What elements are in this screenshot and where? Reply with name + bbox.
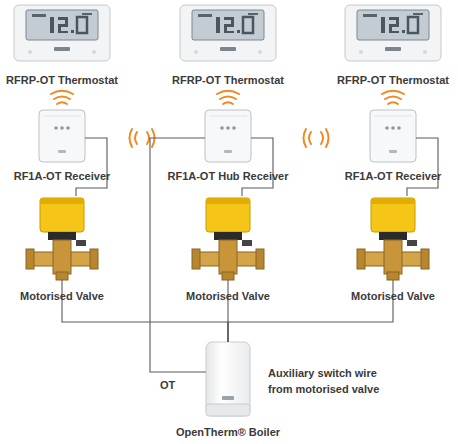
receiver-node: RF1A-OT Receiver <box>39 110 85 162</box>
node-caption: RFRP-OT Thermostat <box>6 73 118 89</box>
illustration-part <box>222 396 234 400</box>
wire-connector <box>76 138 107 196</box>
thermostat-node: RFRP-OT Thermostat <box>14 5 110 61</box>
wireless-signal <box>51 91 73 104</box>
receiver-illustration <box>39 110 85 162</box>
component-label: RF1A-OT Receiver <box>14 169 111 185</box>
component-label: Motorised Valve <box>20 289 104 305</box>
node-caption: Motorised Valve <box>20 289 104 305</box>
component-label: RFRP-OT Thermostat <box>172 73 284 89</box>
thermostat-illustration <box>345 5 441 61</box>
valve-node: Motorised Valve <box>357 196 429 280</box>
wireless-signal <box>217 91 239 104</box>
component-label: RF1A-OT Receiver <box>345 169 442 185</box>
wire-connector <box>407 138 438 196</box>
node-caption: RFRP-OT Thermostat <box>337 73 449 89</box>
wire-connector <box>242 138 273 196</box>
node-caption: OpenTherm® Boiler <box>176 425 280 441</box>
boiler-illustration <box>206 342 250 416</box>
component-label: Motorised Valve <box>186 289 270 305</box>
thermostat-node: RFRP-OT Thermostat <box>180 5 276 61</box>
component-label: RFRP-OT Thermostat <box>337 73 449 89</box>
node-caption: Motorised Valve <box>186 289 270 305</box>
wire-connector <box>62 280 228 342</box>
boiler-node: OpenTherm® Boiler <box>206 342 250 416</box>
edge-label: OT <box>160 378 175 394</box>
receiver-node: RF1A-OT Receiver <box>370 110 416 162</box>
thermostat-illustration <box>14 5 110 61</box>
component-label: OpenTherm® Boiler <box>176 425 280 441</box>
wireless-signal <box>382 91 404 104</box>
node-caption: Motorised Valve <box>351 289 435 305</box>
valve-node: Motorised Valve <box>192 196 264 280</box>
component-label: RFRP-OT Thermostat <box>6 73 118 89</box>
receiver-illustration <box>205 110 251 162</box>
illustration-part <box>206 404 250 416</box>
component-label: RF1A-OT Hub Receiver <box>167 169 288 185</box>
valve-node: Motorised Valve <box>26 196 98 280</box>
illustration-part <box>206 342 250 416</box>
node-caption: RFRP-OT Thermostat <box>172 73 284 89</box>
valve-illustration <box>26 198 98 280</box>
thermostat-illustration <box>180 5 276 61</box>
valve-illustration <box>192 198 264 280</box>
receiver-illustration <box>370 110 416 162</box>
valve-illustration <box>357 198 429 280</box>
node-caption: RF1A-OT Hub Receiver <box>167 169 288 185</box>
thermostat-node: RFRP-OT Thermostat <box>345 5 441 61</box>
node-caption: RF1A-OT Receiver <box>14 169 111 185</box>
node-caption: RF1A-OT Receiver <box>345 169 442 185</box>
note-label: Auxiliary switch wire from motorised val… <box>268 366 400 398</box>
hub-receiver-node: RF1A-OT Hub Receiver <box>205 110 251 162</box>
wire-connector <box>228 280 393 342</box>
component-label: Motorised Valve <box>351 289 435 305</box>
wireless-signal <box>304 129 329 147</box>
